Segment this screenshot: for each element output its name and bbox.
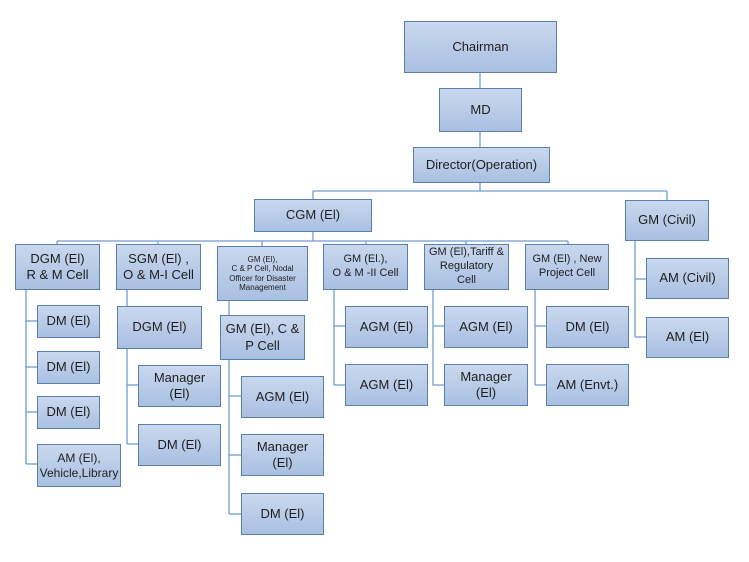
dept-gm-cp-sub-3: Manager (El) bbox=[241, 434, 324, 476]
dept-gm-cp-box: GM (El), C & P Cell, Nodal Officer for D… bbox=[217, 246, 308, 301]
dept-dgm-rm-sub-4: AM (El), Vehicle,Library bbox=[37, 444, 121, 487]
dept-gm-newproject-sub-2: AM (Envt.) bbox=[546, 364, 629, 406]
cgm-box: CGM (El) bbox=[254, 199, 372, 232]
am-civil-box: AM (Civil) bbox=[646, 258, 729, 299]
director-box: Director(Operation) bbox=[413, 147, 550, 183]
dept-sgm-om1-sub-3: DM (El) bbox=[138, 424, 221, 466]
dept-gm-tariff-sub-1: AGM (El) bbox=[444, 306, 528, 348]
dept-sgm-om1-box: SGM (El) , O & M-I Cell bbox=[116, 244, 201, 290]
am-el-civil-box: AM (El) bbox=[646, 317, 729, 358]
dept-dgm-rm-sub-2: DM (El) bbox=[37, 351, 100, 384]
dept-gm-newproject-box: GM (El) , New Project Cell bbox=[525, 244, 609, 290]
dept-gm-cp-sub-4: DM (El) bbox=[241, 493, 324, 535]
dept-gm-om2-box: GM (El.), O & M -II Cell bbox=[323, 244, 408, 290]
dept-gm-cp-sub-2: AGM (El) bbox=[241, 376, 324, 418]
dept-dgm-rm-box: DGM (El) R & M Cell bbox=[15, 244, 100, 290]
dept-gm-tariff-sub-2: Manager (El) bbox=[444, 364, 528, 406]
dept-dgm-rm-sub-1: DM (El) bbox=[37, 305, 100, 338]
dept-sgm-om1-sub-1: DGM (El) bbox=[117, 306, 202, 349]
dept-dgm-rm-sub-3: DM (El) bbox=[37, 396, 100, 429]
dept-gm-om2-sub-2: AGM (El) bbox=[345, 364, 428, 406]
dept-sgm-om1-sub-2: Manager (El) bbox=[138, 365, 221, 407]
gm-civil-box: GM (Civil) bbox=[625, 200, 709, 241]
md-box: MD bbox=[439, 88, 522, 132]
dept-gm-tariff-box: GM (El),Tariff & Regulatory Cell bbox=[424, 244, 509, 290]
dept-gm-om2-sub-1: AGM (El) bbox=[345, 306, 428, 348]
dept-gm-newproject-sub-1: DM (El) bbox=[546, 306, 629, 348]
dept-gm-cp-sub-1: GM (El), C & P Cell bbox=[220, 315, 305, 360]
chairman-box: Chairman bbox=[404, 21, 557, 73]
